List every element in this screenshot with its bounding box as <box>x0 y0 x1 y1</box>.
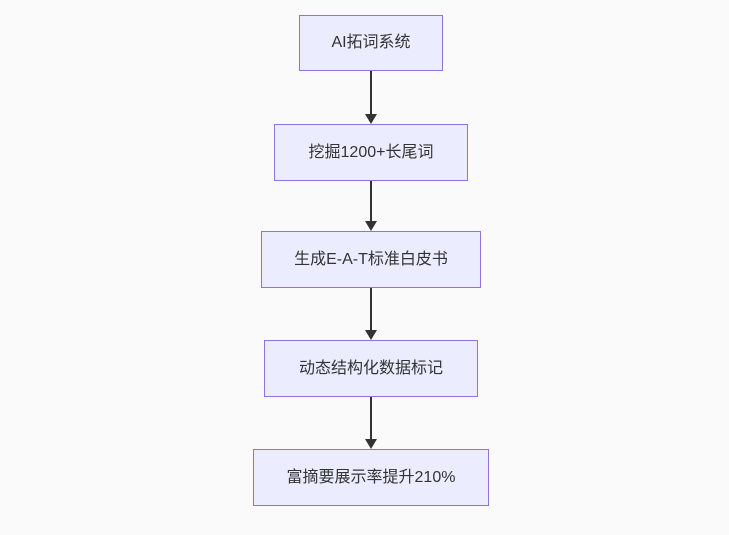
arrow-shaft <box>370 397 372 439</box>
flow-node-label: AI拓词系统 <box>331 34 411 51</box>
arrow-down-3 <box>365 288 377 340</box>
arrow-shaft <box>370 71 372 114</box>
arrowhead-down-icon <box>365 114 377 124</box>
flow-node-structured-data-markup: 动态结构化数据标记 <box>264 340 478 397</box>
arrow-down-2 <box>365 181 377 231</box>
flow-node-label: 挖掘1200+长尾词 <box>308 143 434 161</box>
flow-node-label: 生成E-A-T标准白皮书 <box>294 250 448 268</box>
flow-node-eat-whitepaper: 生成E-A-T标准白皮书 <box>261 231 481 288</box>
arrowhead-down-icon <box>365 330 377 340</box>
flow-node-rich-snippet-result: 富摘要展示率提升210% <box>253 449 489 506</box>
flow-node-label: 富摘要展示率提升210% <box>286 468 456 486</box>
arrow-shaft <box>370 288 372 330</box>
flow-node-label: 动态结构化数据标记 <box>298 359 443 377</box>
arrow-shaft <box>370 181 372 221</box>
arrow-down-1 <box>365 71 377 124</box>
arrowhead-down-icon <box>365 439 377 449</box>
arrowhead-down-icon <box>365 221 377 231</box>
arrow-down-4 <box>365 397 377 449</box>
flow-node-longtail-mining: 挖掘1200+长尾词 <box>274 124 468 181</box>
flow-node-ai-keyword-system: AI拓词系统 <box>299 15 443 71</box>
